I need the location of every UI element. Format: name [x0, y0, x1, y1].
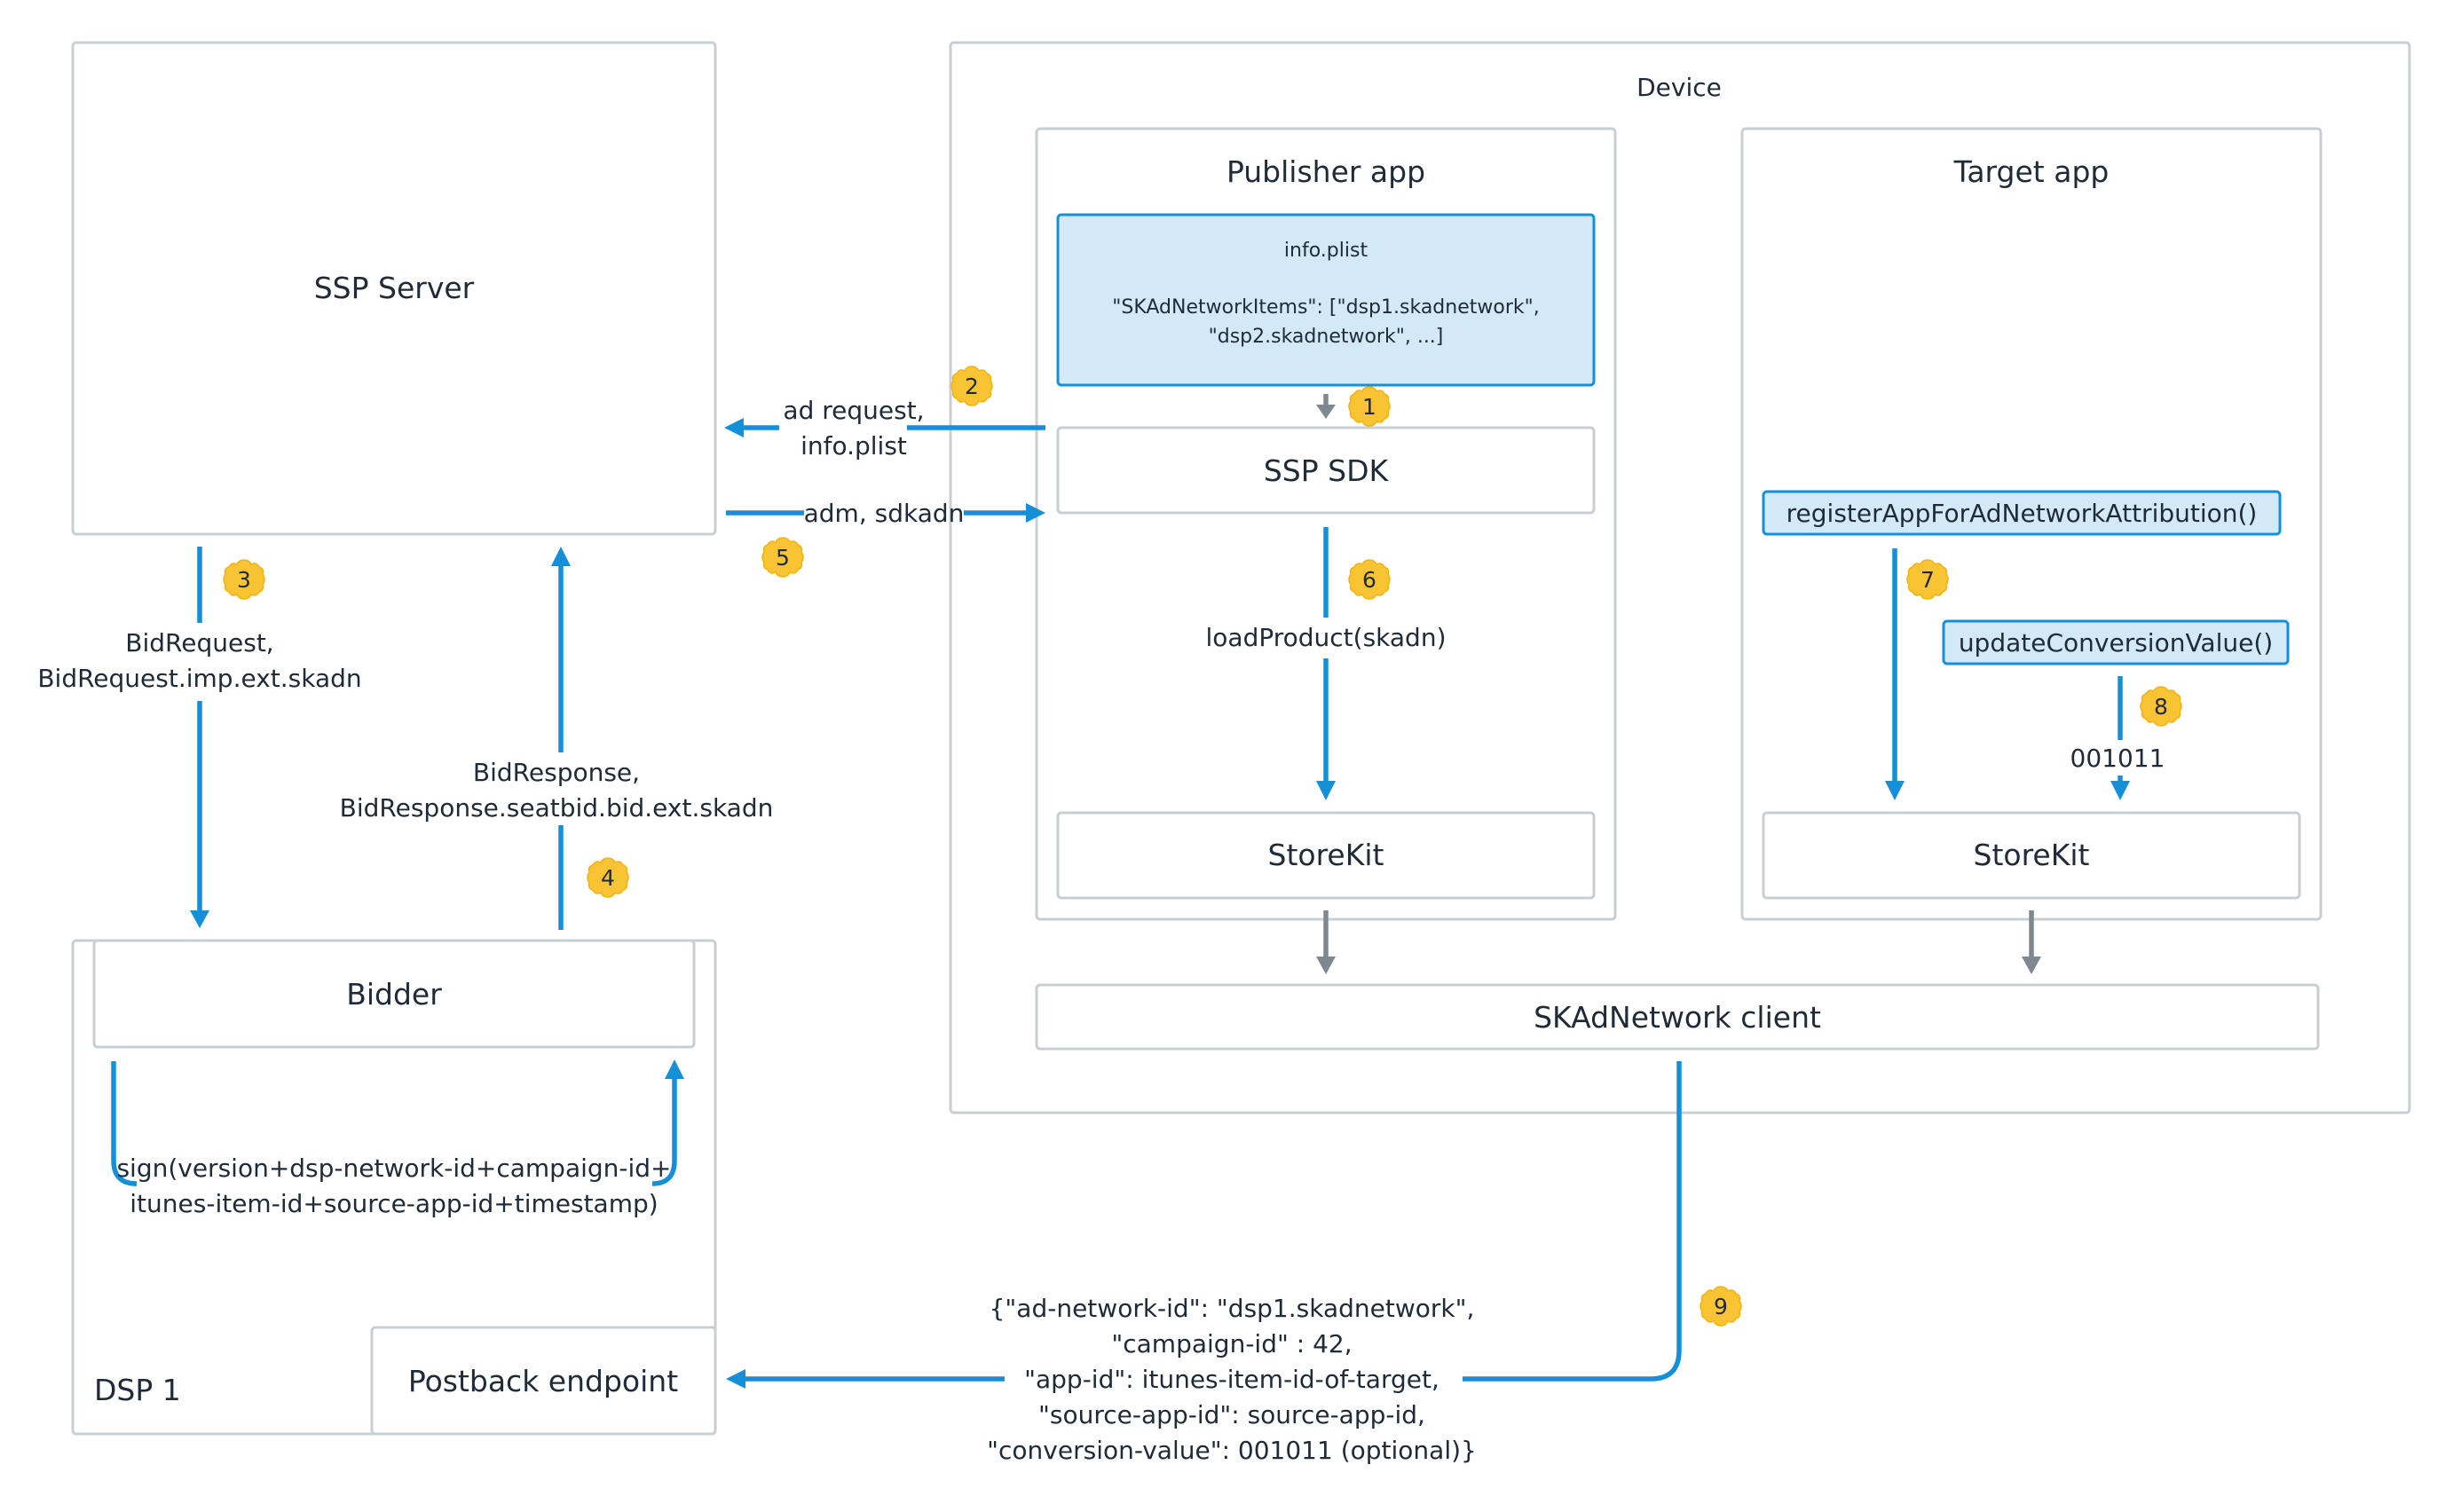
bid-response-line2: BidResponse.seatbid.bid.ext.skadn: [340, 793, 774, 823]
postback-endpoint-label: Postback endpoint: [408, 1364, 678, 1398]
ssp-server-box: SSP Server: [71, 41, 717, 536]
step-badge-6-number: 6: [1362, 567, 1376, 593]
bid-response-label: BidResponse, BidResponse.seatbid.bid.ext…: [340, 758, 774, 823]
ssp-sdk-box: SSP SDK: [1056, 426, 1596, 515]
info-plist-title: info.plist: [1284, 240, 1368, 262]
bid-request-label: BidRequest, BidRequest.imp.ext.skadn: [37, 628, 361, 693]
skadnetwork-client-box: SKAdNetwork client: [1035, 983, 2320, 1051]
device-label: Device: [1636, 73, 1722, 102]
step-badge-2: 2: [950, 366, 993, 406]
postback-line1: {"ad-network-id": "dsp1.skadnetwork",: [990, 1294, 1475, 1323]
postback-line3: "app-id": itunes-item-id-of-target,: [1024, 1365, 1439, 1394]
arrow-update-to-storekit: [2110, 676, 2130, 800]
arrow-ad-request: [724, 418, 1045, 437]
arrow-adm-sdkadn: [726, 503, 1045, 523]
storekit-target-box: StoreKit: [1762, 811, 2301, 900]
arrow-sign-loop: [111, 1059, 684, 1186]
arrow-load-product: [1316, 527, 1336, 800]
step-badge-8: 8: [2140, 686, 2182, 727]
step-badge-1-number: 1: [1362, 394, 1376, 420]
step-badge-9: 9: [1700, 1286, 1742, 1327]
arrow-bid-response: [551, 547, 571, 930]
arrow-bid-request: [190, 547, 209, 928]
ad-request-line1: ad request,: [783, 396, 924, 425]
update-conversion-call-label: updateConversionValue(): [1959, 628, 2273, 658]
ad-request-label: ad request, info.plist: [783, 396, 924, 461]
ssp-sdk-label: SSP SDK: [1264, 453, 1390, 488]
ad-request-line2: info.plist: [801, 431, 907, 461]
bidder-box: Bidder: [92, 939, 696, 1049]
step-badge-6: 6: [1348, 559, 1391, 600]
info-plist-items-line2: "dsp2.skadnetwork", ...]: [1209, 326, 1444, 348]
target-app-label: Target app: [1953, 154, 2110, 189]
dsp1-label: DSP 1: [94, 1373, 181, 1407]
step-badge-5: 5: [761, 537, 804, 578]
skadnetwork-client-label: SKAdNetwork client: [1534, 1000, 1821, 1035]
bid-request-line1: BidRequest,: [125, 628, 273, 658]
sign-label: sign(version+dsp-network-id+campaign-id+…: [116, 1154, 671, 1218]
step-badge-7-number: 7: [1920, 567, 1935, 593]
step-badge-1: 1: [1348, 386, 1391, 427]
register-app-call-label: registerAppForAdNetworkAttribution(): [1786, 499, 2258, 528]
load-product-label: loadProduct(skadn): [1206, 623, 1447, 652]
step-badge-3-number: 3: [237, 567, 251, 593]
publisher-app-label: Publisher app: [1226, 154, 1425, 189]
step-badge-2-number: 2: [965, 374, 979, 399]
update-conversion-call-box: updateConversionValue(): [1942, 619, 2290, 665]
step-badge-3: 3: [223, 559, 265, 600]
arrow-storekit-target-to-client: [2022, 910, 2041, 974]
conversion-bits-label: 001011: [2070, 744, 2165, 773]
bid-request-line2: BidRequest.imp.ext.skadn: [37, 664, 361, 693]
arrow-register-to-storekit: [1885, 548, 1905, 800]
bidder-label: Bidder: [346, 977, 442, 1012]
ssp-server-label: SSP Server: [314, 271, 475, 305]
step-badge-8-number: 8: [2154, 694, 2168, 720]
postback-line2: "campaign-id" : 42,: [1111, 1329, 1352, 1358]
sign-line1: sign(version+dsp-network-id+campaign-id+: [116, 1154, 671, 1183]
step-badge-7: 7: [1906, 559, 1949, 600]
postback-endpoint-box: Postback endpoint: [370, 1326, 717, 1436]
arrow-postback: [726, 1061, 1682, 1389]
step-badge-4: 4: [587, 857, 629, 898]
arrow-info-plist-to-sdk: [1316, 394, 1336, 419]
step-badge-9-number: 9: [1714, 1294, 1728, 1319]
storekit-publisher-label: StoreKit: [1268, 838, 1384, 872]
storekit-publisher-box: StoreKit: [1056, 811, 1596, 900]
arrow-storekit-publisher-to-client: [1316, 910, 1336, 974]
adm-sdkadn-label: adm, sdkadn: [804, 499, 965, 528]
sign-line2: itunes-item-id+source-app-id+timestamp): [130, 1189, 658, 1218]
step-badge-4-number: 4: [601, 865, 615, 891]
step-badge-5-number: 5: [776, 545, 790, 571]
postback-line4: "source-app-id": source-app-id,: [1038, 1400, 1425, 1429]
postback-payload-label: {"ad-network-id": "dsp1.skadnetwork", "c…: [987, 1294, 1477, 1465]
storekit-target-label: StoreKit: [1974, 838, 2090, 872]
register-app-call-box: registerAppForAdNetworkAttribution(): [1762, 490, 2282, 536]
postback-line5: "conversion-value": 001011 (optional)}: [987, 1436, 1477, 1465]
bid-response-line1: BidResponse,: [473, 758, 640, 787]
info-plist-items-line1: "SKAdNetworkItems": ["dsp1.skadnetwork",: [1112, 296, 1539, 319]
info-plist-box: info.plist "SKAdNetworkItems": ["dsp1.sk…: [1056, 213, 1596, 387]
